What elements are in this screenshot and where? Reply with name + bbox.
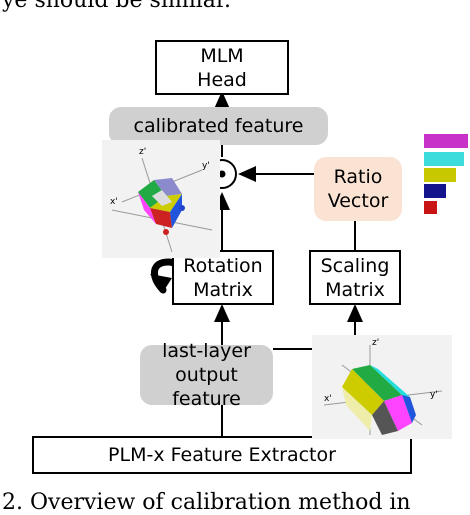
cube2-y-label: y' [430, 390, 438, 400]
ratio-vector-box: Ratio Vector [314, 157, 402, 221]
top-caption-fragment: ye should be similar. [2, 0, 231, 13]
cube1-z-label: z' [139, 147, 146, 157]
last-layer-line1: last-layer [162, 340, 251, 362]
rotation-matrix-line2: Matrix [193, 278, 253, 301]
ratio-bar-5 [424, 201, 437, 214]
cube1-y-label: y' [202, 161, 210, 171]
ratio-bar-1 [424, 134, 468, 148]
calibrated-feature-label: calibrated feature [133, 115, 304, 137]
mlm-head-line2: Head [197, 68, 247, 91]
scaled-cube-image: x' z' y' [312, 335, 452, 439]
mlm-head-box: MLM Head [155, 40, 289, 95]
feature-extractor-label: PLM-x Feature Extractor [108, 444, 336, 466]
feature-extractor-box: PLM-x Feature Extractor [32, 436, 412, 474]
rotation-matrix-line1: Rotation [183, 254, 263, 277]
cube1-x-label: x' [110, 197, 118, 207]
cube2-x-label: x' [324, 394, 332, 404]
ratio-vector-line1: Ratio [333, 166, 383, 188]
calibrated-feature-box: calibrated feature [109, 107, 328, 145]
mlm-head-line1: MLM [200, 44, 244, 67]
ratio-bar-4 [424, 184, 446, 198]
last-layer-line2: output feature [172, 364, 241, 410]
ratio-bar-2 [424, 152, 464, 166]
scaling-matrix-line1: Scaling [320, 254, 390, 277]
cube2-z-label: z' [372, 338, 379, 348]
rotated-cube-image: x' z' y' [102, 140, 220, 258]
last-layer-feature-box: last-layer output feature [140, 340, 273, 410]
scaling-matrix-line2: Matrix [325, 278, 385, 301]
rotation-matrix-box: Rotation Matrix [172, 250, 274, 305]
scaling-matrix-box: Scaling Matrix [309, 250, 401, 305]
ratio-vector-line2: Vector [327, 190, 389, 212]
ratio-bar-3 [424, 168, 456, 182]
